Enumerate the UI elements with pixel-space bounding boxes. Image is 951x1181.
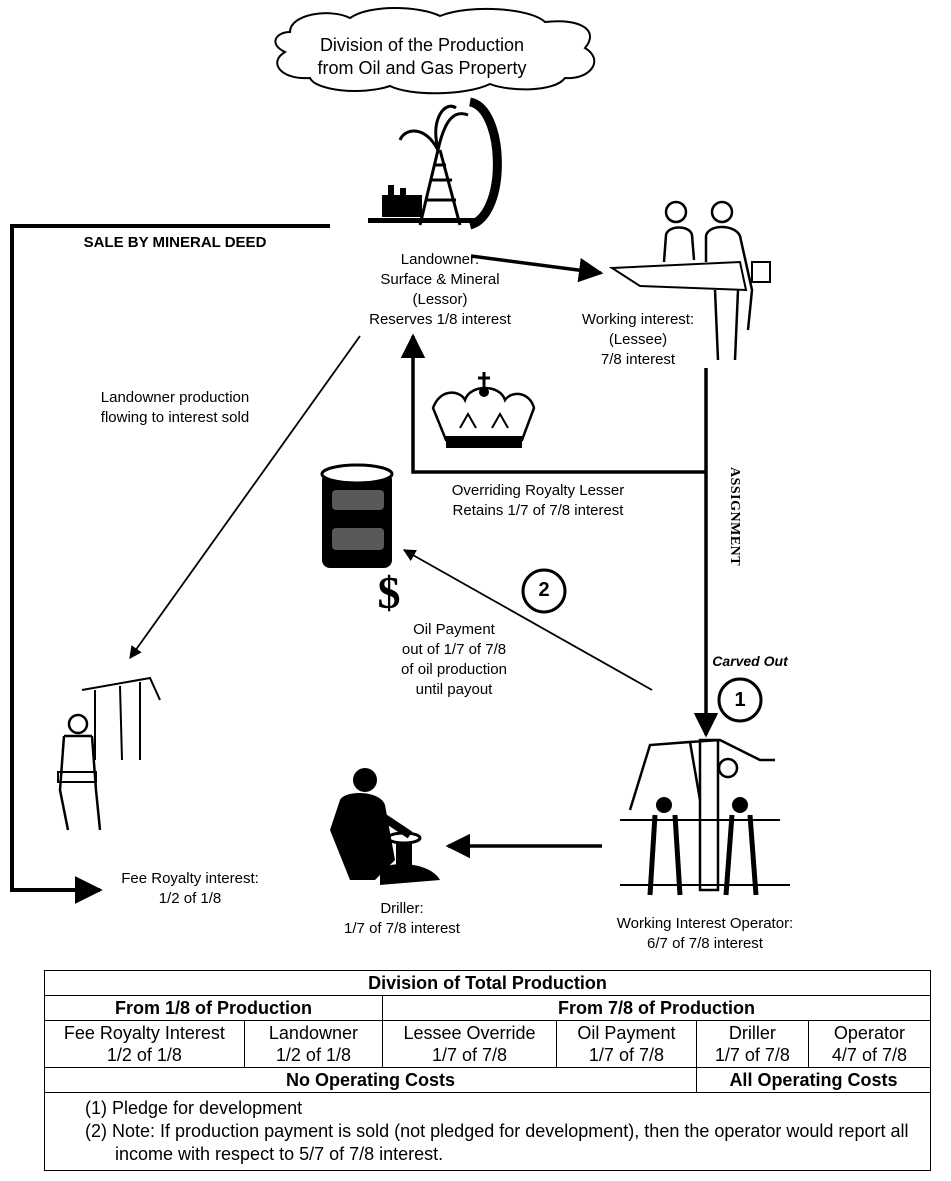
diagram-title-line-1: Division of the Production <box>319 35 525 55</box>
field-worker-icon <box>57 676 161 831</box>
table-group-1: From 1/8 of Production <box>43 995 384 1021</box>
oil-payment-label: Oil Payment out of 1/7 of 7/8 of oil pro… <box>370 620 538 700</box>
landowner-label: Landowner: Surface & Mineral (Lessor) Re… <box>340 250 540 330</box>
working-interest-line-3: 7/8 interest <box>600 351 676 368</box>
oil-payment-line-2: out of 1/7 of 7/8 <box>401 641 507 658</box>
circle-marker-2 <box>521 568 567 614</box>
title-cloud <box>274 7 596 95</box>
landowner-production-label: Landowner production flowing to interest… <box>70 388 280 428</box>
workers-blueprint-icon <box>608 200 771 361</box>
carved-out-label: Carved Out <box>712 653 788 669</box>
table-group-2: From 7/8 of Production <box>382 995 931 1021</box>
col-header: Operator <box>833 1023 905 1043</box>
col-header: Driller <box>728 1023 776 1043</box>
costs-none: No Operating Costs <box>44 1067 697 1093</box>
landowner-line-3: (Lessor) <box>412 291 468 308</box>
driller-line-1: Driller: <box>380 900 424 917</box>
connectors <box>10 224 719 904</box>
note-2: (2) Note: If production payment is sold … <box>85 1121 909 1164</box>
col-value: 1/7 of 7/8 <box>432 1045 508 1065</box>
circle-2-label: 2 <box>538 579 550 601</box>
sale-deed-line <box>10 224 330 904</box>
note-1: (1) Pledge for development <box>85 1098 303 1118</box>
oil-payment-arrow <box>402 549 653 691</box>
circle-1-label: 1 <box>734 689 746 711</box>
col-header: Oil Payment <box>577 1023 676 1043</box>
working-interest-label: Working interest: (Lessee) 7/8 interest <box>548 310 728 370</box>
overriding-royalty-label: Overriding Royalty Lesser Retains 1/7 of… <box>420 481 656 521</box>
col-value: 4/7 of 7/8 <box>831 1045 907 1065</box>
landowner-production-line-1: Landowner production <box>100 389 250 406</box>
assignment-label: ASSIGNMENT <box>727 467 742 567</box>
fee-royalty-line-2: 1/2 of 1/8 <box>158 890 222 907</box>
col-value: 1/7 of 7/8 <box>714 1045 790 1065</box>
col-header: Lessee Override <box>403 1023 536 1043</box>
driller-label: Driller: 1/7 of 7/8 interest <box>320 899 484 939</box>
dollar-sign-icon: $ <box>378 567 401 618</box>
sale-label: SALE BY MINERAL DEED <box>83 234 267 251</box>
division-table: Division of Total Production From 1/8 of… <box>43 970 932 1171</box>
rig-crew-icon <box>620 738 790 896</box>
fee-royalty-line-1: Fee Royalty interest: <box>121 870 259 887</box>
working-interest-line-2: (Lessee) <box>608 331 668 348</box>
col-header: Landowner <box>268 1023 358 1043</box>
oil-payment-line-1: Oil Payment <box>413 621 495 638</box>
overriding-line-1: Overriding Royalty Lesser <box>451 482 625 499</box>
landowner-line-4: Reserves 1/8 interest <box>369 311 511 328</box>
oil-payment-line-4: until payout <box>415 681 493 698</box>
col-value: 1/2 of 1/8 <box>275 1045 351 1065</box>
flow-diagram: $ <box>10 7 790 904</box>
driller-line-2: 1/7 of 7/8 interest <box>344 920 460 937</box>
oil-payment-line-3: of oil production <box>401 661 507 678</box>
landowner-line-1: Landowner: <box>400 251 480 268</box>
crown-icon <box>431 372 536 448</box>
diagram-title-line-2: from Oil and Gas Property <box>317 58 527 78</box>
override-return-line <box>400 333 706 474</box>
oil-derrick-icon <box>368 97 502 230</box>
circle-marker-1 <box>717 677 763 723</box>
operator-label: Working Interest Operator: 6/7 of 7/8 in… <box>590 914 820 954</box>
landowner-to-fee-arrow <box>129 335 361 660</box>
col-value: 1/7 of 7/8 <box>588 1045 664 1065</box>
overriding-line-2: Retains 1/7 of 7/8 interest <box>452 502 624 519</box>
diagram-title: Division of the Production from Oil and … <box>290 34 554 80</box>
col-value: 1/2 of 1/8 <box>106 1045 182 1065</box>
lease-arrow <box>470 254 604 283</box>
driller-valve-icon <box>330 768 440 885</box>
landowner-production-line-2: flowing to interest sold <box>100 409 250 426</box>
table-title: Division of Total Production <box>44 970 931 996</box>
oil-barrel-icon <box>320 463 394 568</box>
costs-all: All Operating Costs <box>695 1067 932 1093</box>
col-header: Fee Royalty Interest <box>63 1023 225 1043</box>
landowner-line-2: Surface & Mineral <box>380 271 500 288</box>
table-notes: (1) Pledge for development (2) Note: If … <box>44 1092 931 1171</box>
fee-royalty-label: Fee Royalty interest: 1/2 of 1/8 <box>100 869 280 909</box>
working-interest-line-1: Working interest: <box>581 311 695 328</box>
operator-line-2: 6/7 of 7/8 interest <box>647 935 763 952</box>
operator-line-1: Working Interest Operator: <box>616 915 794 932</box>
